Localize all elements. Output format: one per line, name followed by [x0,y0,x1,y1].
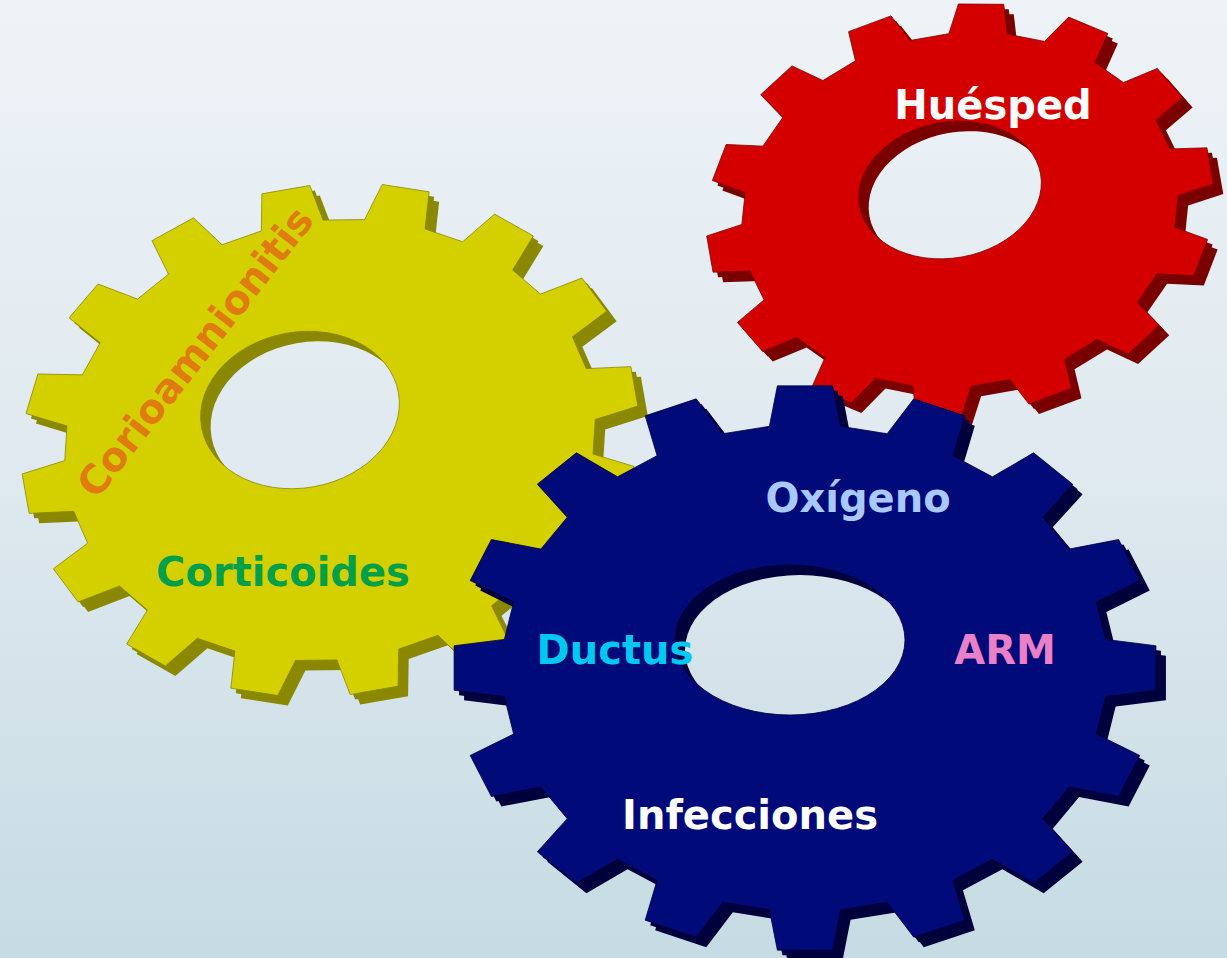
gear-label: ARM [954,630,1056,670]
gear-face [707,4,1214,416]
gear: Huésped [690,0,1227,440]
gear-label: Corticoides [156,552,410,592]
gear-shape [690,0,1227,440]
gear: OxígenoDuctus ARM Infecciones [430,375,1190,958]
gear-label: Huésped [894,85,1091,125]
gear-face [454,386,1156,950]
gear-label: Oxígeno [765,478,950,518]
gear-label: Ductus [537,630,694,670]
gear-label: Infecciones [622,795,878,835]
